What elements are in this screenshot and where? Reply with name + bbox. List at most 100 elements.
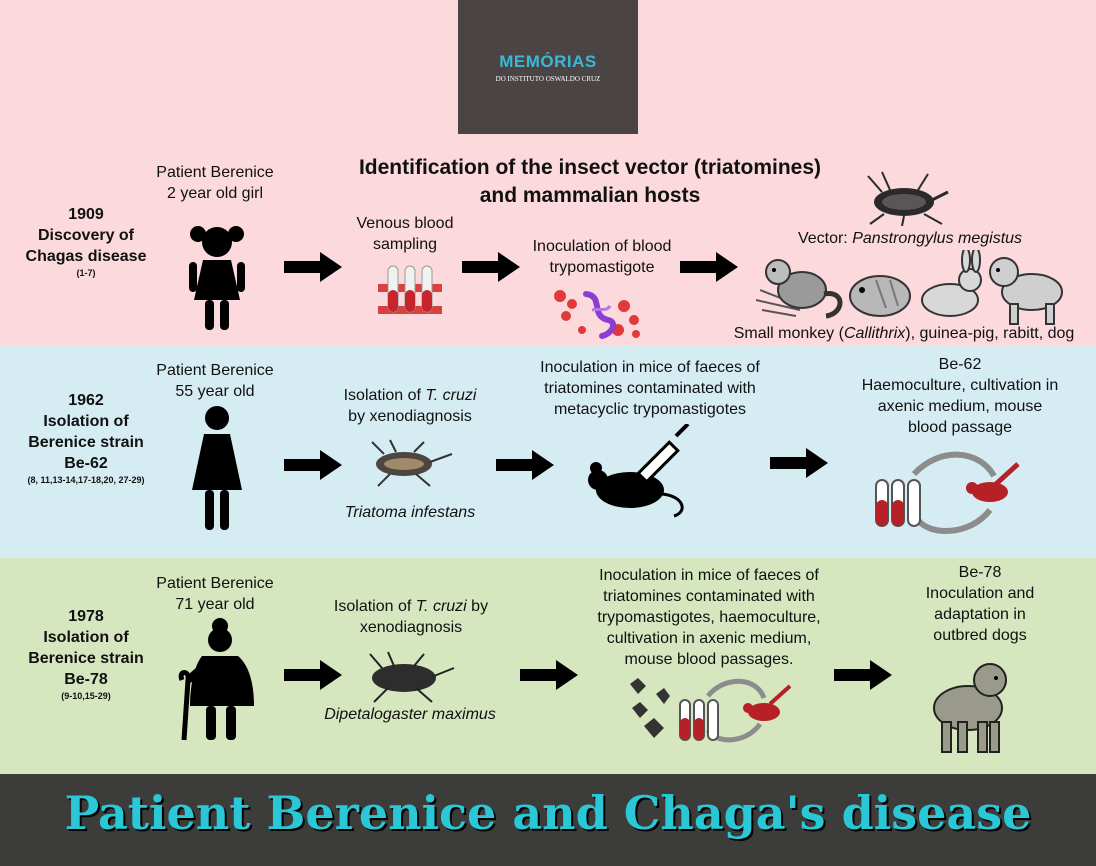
row-1962-title-line-1: Isolation of xyxy=(43,413,129,430)
step-3-line-1: Be-62 xyxy=(938,356,982,373)
patient-age: 55 year old xyxy=(175,383,255,400)
step-3-line-3: axenic medium, mouse xyxy=(877,398,1043,415)
row-1978-label: 1978 Isolation of Berenice strain Be-78 … xyxy=(0,606,172,702)
vector-prefix: Vector: xyxy=(797,230,853,247)
row-1978-title-line-2: Berenice strain xyxy=(28,650,144,667)
row-1909-title-line-1: Discovery of xyxy=(37,227,135,244)
patient-age: 71 year old xyxy=(175,596,255,613)
step-1-line-2: sampling xyxy=(372,236,438,253)
girl-icon xyxy=(189,226,245,330)
arrow-icon xyxy=(284,660,342,690)
patient-age: 2 year old girl xyxy=(166,185,264,202)
test-tubes-icon xyxy=(378,265,442,314)
dog-icon xyxy=(933,663,1007,753)
culture-cycle-icon xyxy=(630,678,792,743)
heading-line-1: Identification of the insect vector (tri… xyxy=(358,156,822,179)
kissing-bug-icon xyxy=(867,171,949,226)
row-1962-refs: (8, 11,13-14,17-18,20, 27-29) xyxy=(27,475,145,485)
row-1978-step-3: Be-78 Inoculation and adaptation in outb… xyxy=(880,562,1080,646)
elderly-woman-icon xyxy=(178,618,254,741)
step-1-suffix: by xyxy=(466,598,489,615)
row-1978-step-2: Inoculation in mice of faeces of triatom… xyxy=(580,565,838,670)
year-1962: 1962 xyxy=(68,392,104,409)
step-2-line-1: Inoculation in mice of faeces of xyxy=(599,567,819,584)
footer-banner xyxy=(0,774,1096,866)
row-1962-patient-caption: Patient Berenice 55 year old xyxy=(140,360,290,402)
step-2-line-1: Inoculation of blood xyxy=(532,238,672,255)
trypomastigote-icon xyxy=(554,290,640,339)
row-1978-title-line-3: Be-78 xyxy=(64,671,108,688)
step-3-line-3: adaptation in xyxy=(934,606,1026,623)
row-1978-step-1: Isolation of T. cruzi by xenodiagnosis xyxy=(316,596,506,638)
row-1978-refs: (9-10,15-29) xyxy=(61,691,111,701)
row-1962-label: 1962 Isolation of Berenice strain Be-62 … xyxy=(0,390,172,486)
arrow-icon xyxy=(834,660,892,690)
step-1-line-2: by xenodiagnosis xyxy=(348,408,472,425)
logo-title: MEMÓRIAS xyxy=(499,51,597,71)
row-1909-title-line-2: Chagas disease xyxy=(25,248,147,265)
step-2-line-1: Inoculation in mice of faeces of xyxy=(540,359,760,376)
step-1-line-2: xenodiagnosis xyxy=(359,619,463,636)
step-1-prefix: Isolation of xyxy=(343,387,426,404)
step-1-species: T. cruzi xyxy=(425,387,477,404)
step-3-line-4: blood passage xyxy=(907,419,1013,436)
row-1909-vector: Vector: Panstrongylus megistus xyxy=(760,228,1060,249)
step-2-line-4: cultivation in axenic medium, xyxy=(606,630,812,647)
step-2-line-2: triatomines contaminated with xyxy=(544,380,756,397)
row-1962-title-line-2: Berenice strain xyxy=(28,434,144,451)
step-3-line-2: Haemoculture, cultivation in xyxy=(861,377,1059,394)
row-1978-patient-caption: Patient Berenice 71 year old xyxy=(140,573,290,615)
memorias-logo: MEMÓRIAS DO INSTITUTO OSWALDO CRUZ xyxy=(458,0,638,134)
guinea-pig-icon xyxy=(849,275,911,317)
arrow-icon xyxy=(284,450,342,480)
row-1909-step-2: Inoculation of blood trypomastigote xyxy=(514,236,690,278)
row-1909-hosts: Small monkey (Callithrix), guinea-pig, r… xyxy=(712,323,1096,344)
logo-subtitle: DO INSTITUTO OSWALDO CRUZ xyxy=(495,74,601,83)
step-3-line-4: outbred dogs xyxy=(933,627,1027,644)
mouse-syringe-icon xyxy=(588,424,690,518)
step-2-line-2: triatomines contaminated with xyxy=(603,588,815,605)
patient-name: Patient Berenice xyxy=(156,164,274,181)
dog-icon xyxy=(989,257,1063,325)
arrow-icon xyxy=(680,252,738,282)
step-2-line-3: trypomastigotes, haemoculture, xyxy=(597,609,821,626)
row-1962-insect-caption: Triatoma infestans xyxy=(344,504,476,521)
step-1-species: T. cruzi xyxy=(415,598,467,615)
heading-line-2: and mammalian hosts xyxy=(479,184,701,207)
row-1962-step-3: Be-62 Haemoculture, cultivation in axeni… xyxy=(840,354,1080,438)
arrow-icon xyxy=(520,660,578,690)
rabbit-icon xyxy=(921,250,982,317)
row-1909-label: 1909 Discovery of Chagas disease (1-7) xyxy=(0,204,172,279)
monkey-icon xyxy=(756,259,843,319)
arrow-icon xyxy=(770,448,828,478)
year-1909: 1909 xyxy=(68,206,104,223)
step-3-line-1: Be-78 xyxy=(958,564,1002,581)
culture-cycle-icon xyxy=(875,451,1020,534)
row-1909-refs: (1-7) xyxy=(76,268,96,278)
vector-species: Panstrongylus megistus xyxy=(852,230,1023,247)
step-1-line-1: Venous blood xyxy=(356,215,454,232)
year-1978: 1978 xyxy=(68,608,104,625)
row-1962-step-1: Isolation of T. cruzi by xenodiagnosis xyxy=(320,385,500,427)
step-1-line-1: Isolation of T. cruzi xyxy=(320,385,500,406)
hosts-prefix: Small monkey ( xyxy=(733,325,844,342)
arrow-icon xyxy=(462,252,520,282)
woman-icon xyxy=(192,406,242,530)
step-3-line-2: Inoculation and xyxy=(925,585,1035,602)
footer-title: Patient Berenice and Chaga's disease xyxy=(64,786,1032,840)
step-2-line-2: trypomastigote xyxy=(549,259,655,276)
row-1978-insect-caption: Dipetalogaster maximus xyxy=(324,706,496,723)
row-1909-step-1: Venous blood sampling xyxy=(335,213,475,255)
step-1-prefix: Isolation of xyxy=(333,598,416,615)
row-1909-heading: Identification of the insect vector (tri… xyxy=(300,154,880,210)
kissing-bug-icon xyxy=(371,439,453,487)
row-1909-patient-caption: Patient Berenice 2 year old girl xyxy=(140,162,290,204)
patient-name: Patient Berenice xyxy=(156,575,274,592)
row-1962-step-2: Inoculation in mice of faeces of triatom… xyxy=(510,357,790,420)
arrow-icon xyxy=(496,450,554,480)
step-1-line-1: Isolation of T. cruzi by xyxy=(316,596,506,617)
kissing-bug-icon xyxy=(369,651,455,703)
hosts-suffix: ), guinea-pig, rabitt, dog xyxy=(905,325,1075,342)
arrow-icon xyxy=(284,252,342,282)
hosts-genus: Callithrix xyxy=(843,325,906,342)
